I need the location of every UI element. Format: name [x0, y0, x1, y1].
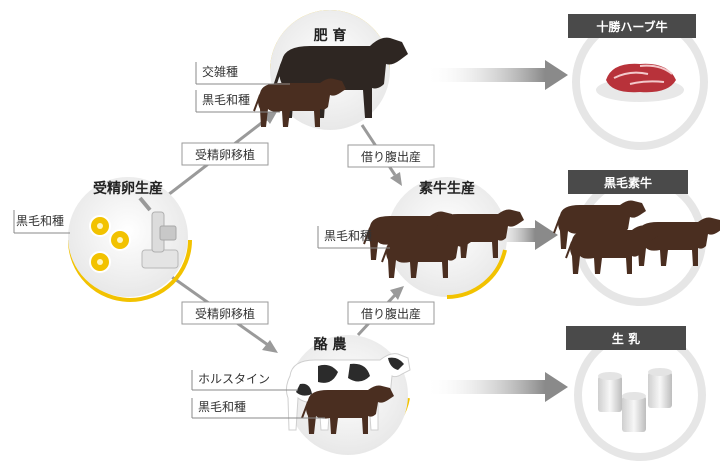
edge-tag-embryo-transfer-bottom: 受精卵移植 [181, 301, 269, 325]
arrow-head-icon [262, 340, 278, 353]
svg-text:受精卵移植: 受精卵移植 [195, 306, 255, 321]
node-calf-production: 素牛生産 [363, 177, 525, 299]
output-arrow-milk [425, 372, 568, 402]
product-beef: 十勝ハーブ牛 [568, 14, 708, 150]
node-title-calf: 素牛生産 [419, 180, 475, 197]
edge-tag-surrogate-bottom: 借り腹出産 [347, 301, 435, 325]
node-title-embryo: 受精卵生産 [93, 180, 163, 197]
product-title-beef: 十勝ハーブ牛 [596, 19, 667, 34]
node-title-fattening: 肥 育 [314, 27, 347, 44]
label-calf-wagyu: 黒毛和種 [324, 229, 372, 243]
microscope-icon [138, 196, 179, 269]
milk-can-icon [598, 368, 672, 432]
label-fattening-wagyu: 黒毛和種 [202, 93, 250, 107]
product-milk: 生 乳 [566, 326, 706, 461]
embryo-cell-icon [89, 215, 131, 273]
edge-tag-surrogate-top: 借り腹出産 [347, 144, 435, 168]
arrow-head-icon [390, 286, 404, 300]
product-title-milk: 生 乳 [612, 331, 640, 346]
node-fattening: 肥 育 [253, 10, 410, 130]
beef-steak-icon [596, 63, 684, 102]
node-embryo-production: 受精卵生産 [68, 177, 192, 302]
node-dairy: 酪 農 [285, 335, 411, 455]
label-dairy-wagyu: 黒毛和種 [198, 400, 246, 414]
arrow-head-icon [390, 172, 402, 186]
node-title-dairy: 酪 農 [314, 336, 347, 353]
label-embryo-wagyu: 黒毛和種 [16, 214, 64, 228]
product-title-cattle: 黒毛素牛 [604, 175, 652, 190]
product-cattle: 黒毛素牛 [553, 170, 720, 306]
svg-text:借り腹出産: 借り腹出産 [361, 149, 421, 164]
edge-tag-embryo-transfer-top: 受精卵移植 [181, 142, 269, 166]
output-arrow-beef [425, 60, 568, 90]
label-dairy-holstein: ホルスタイン [198, 372, 270, 386]
label-fattening-crossbred: 交雑種 [202, 64, 238, 79]
svg-text:受精卵移植: 受精卵移植 [195, 147, 255, 162]
svg-text:借り腹出産: 借り腹出産 [361, 306, 421, 321]
